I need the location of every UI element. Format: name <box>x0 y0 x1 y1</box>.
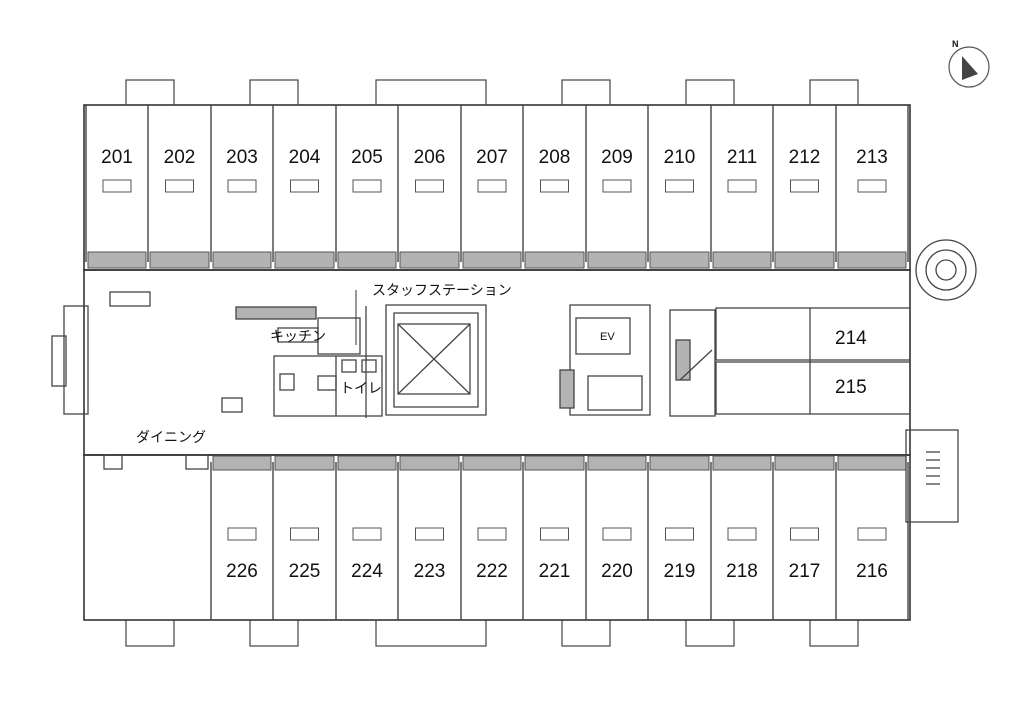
room-number-210: 210 <box>664 147 696 168</box>
elevator-label: EV <box>600 331 615 343</box>
bed-icon <box>352 527 382 541</box>
bed-icon <box>790 179 819 193</box>
room-number-219: 219 <box>664 561 696 582</box>
room-number-226: 226 <box>226 561 258 582</box>
bed-icon <box>790 527 819 541</box>
room-number-220: 220 <box>601 561 633 582</box>
room-number-225: 225 <box>289 561 321 582</box>
bed-icon <box>540 179 569 193</box>
bathroom-block <box>399 251 460 269</box>
bed-icon <box>727 179 757 193</box>
toilet-label: トイレ <box>340 381 382 397</box>
bed-icon <box>102 179 132 193</box>
south-room-numbers: 226 225 224 223 222 221 220 219 218 217 216 <box>226 561 888 582</box>
room-number-218: 218 <box>726 561 758 582</box>
room-number-211: 211 <box>727 147 757 168</box>
dining-label: ダイニング <box>136 430 206 446</box>
bathroom-block <box>774 455 835 471</box>
bathroom-block <box>712 251 772 269</box>
room-number-206: 206 <box>414 147 446 168</box>
bed-icon <box>540 527 569 541</box>
north-room-numbers: 201 202 203 204 205 206 207 208 209 210 211 212 213 <box>101 147 888 168</box>
room-number-223: 223 <box>414 561 446 582</box>
south-room-walls <box>210 462 909 620</box>
bathroom-block <box>837 455 907 471</box>
bathroom-block <box>524 251 585 269</box>
bed-icon <box>477 179 507 193</box>
room-number-224: 224 <box>351 561 383 582</box>
room-number-201: 201 <box>101 147 133 168</box>
bathroom-block <box>212 251 272 269</box>
north-compass-icon: N <box>948 39 990 88</box>
bathroom-block <box>837 251 907 269</box>
south-balconies <box>125 619 859 647</box>
bathroom-block <box>462 251 522 269</box>
room-number-203: 203 <box>226 147 258 168</box>
bed-icon <box>415 179 444 193</box>
bed-icon <box>857 527 887 541</box>
bathroom-block <box>87 251 147 269</box>
north-balconies <box>125 79 859 106</box>
bathroom-block <box>774 251 835 269</box>
bed-icon <box>477 527 507 541</box>
bathroom-block <box>462 455 522 471</box>
bathroom-block <box>712 455 772 471</box>
kitchen-label: キッチン <box>270 329 326 345</box>
bathroom-block <box>524 455 585 471</box>
bed-icon <box>290 179 319 193</box>
bathroom-block <box>149 251 210 269</box>
room-number-217: 217 <box>789 561 821 582</box>
bed-icon <box>227 179 257 193</box>
bed-icon <box>415 527 444 541</box>
staff-station-label: スタッフステーション <box>372 283 512 299</box>
bathroom-block <box>274 251 335 269</box>
bed-icon <box>352 179 382 193</box>
room-number-212: 212 <box>789 147 821 168</box>
compass-letter: N <box>952 39 959 49</box>
bathroom-block <box>399 455 460 471</box>
bed-icon <box>665 179 694 193</box>
bed-icon <box>727 527 757 541</box>
bathroom-block <box>649 251 710 269</box>
room-number-209: 209 <box>601 147 633 168</box>
bathroom-block <box>212 455 272 471</box>
bed-icon <box>665 527 694 541</box>
central-core <box>51 239 977 523</box>
bathroom-block <box>274 455 335 471</box>
room-number-214: 214 <box>835 328 867 349</box>
room-number-204: 204 <box>289 147 321 168</box>
room-number-202: 202 <box>164 147 196 168</box>
bed-icon <box>165 179 194 193</box>
room-number-205: 205 <box>351 147 383 168</box>
bathroom-block <box>587 251 647 269</box>
room-number-221: 221 <box>539 561 571 582</box>
room-number-213: 213 <box>856 147 888 168</box>
bed-icon <box>290 527 319 541</box>
room-fixtures <box>87 179 907 541</box>
room-number-207: 207 <box>476 147 508 168</box>
room-number-215: 215 <box>835 377 867 398</box>
room-number-208: 208 <box>539 147 571 168</box>
bed-icon <box>857 179 887 193</box>
bathroom-block <box>587 455 647 471</box>
bed-icon <box>602 179 632 193</box>
bathroom-block <box>649 455 710 471</box>
bed-icon <box>227 527 257 541</box>
bed-icon <box>602 527 632 541</box>
room-number-216: 216 <box>856 561 888 582</box>
room-number-222: 222 <box>476 561 508 582</box>
bathroom-block <box>337 455 397 471</box>
north-room-walls <box>85 105 909 262</box>
bathroom-block <box>337 251 397 269</box>
